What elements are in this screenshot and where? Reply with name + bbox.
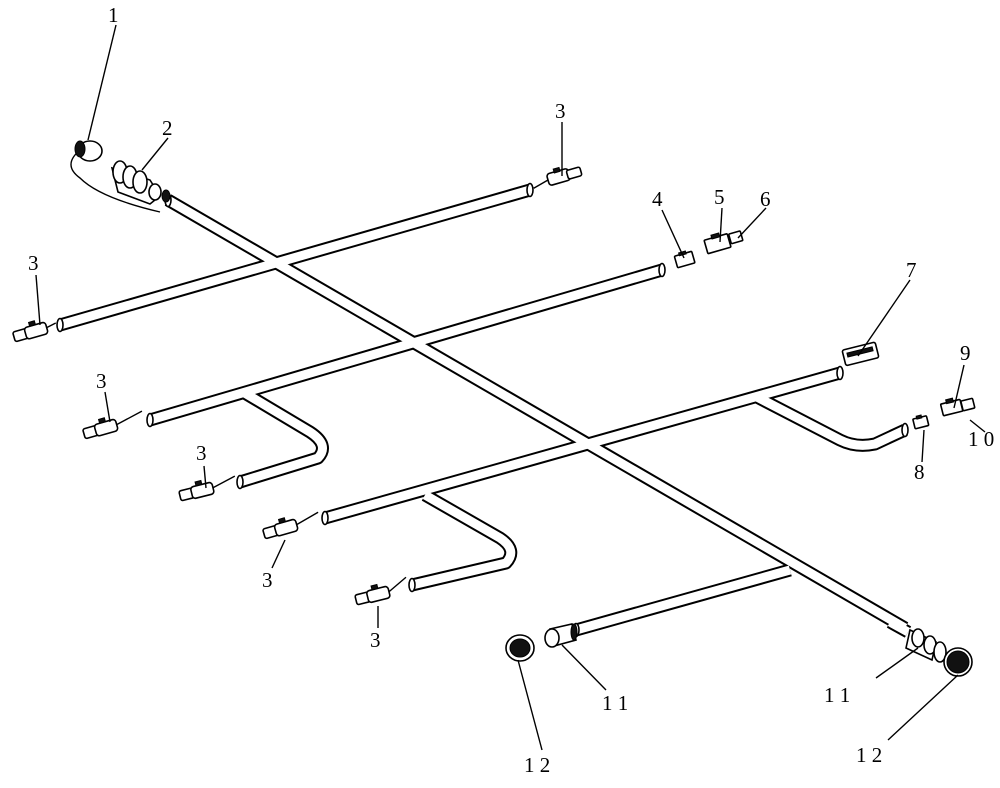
callout-1: 1	[108, 3, 119, 27]
callout-11: 1 1	[824, 683, 850, 707]
callout-labels: 1 2 3 3 3 3 3 3 4 5 6 7 8 9 1 0 1 1 1 1 …	[28, 3, 994, 777]
callout-11: 1 1	[602, 691, 628, 715]
callout-3: 3	[196, 441, 207, 465]
callout-5: 5	[714, 185, 725, 209]
terminal-10	[960, 397, 976, 412]
connector-3-loop-c	[354, 576, 407, 606]
callout-12: 1 2	[856, 743, 882, 767]
round-connector-2	[110, 160, 171, 205]
callout-7: 7	[906, 258, 917, 282]
connector-3-mid-left	[82, 410, 143, 440]
callout-8: 8	[914, 460, 925, 484]
callout-3: 3	[370, 628, 381, 652]
round-connector-11-right	[905, 628, 947, 663]
connector-3-loop-b	[178, 475, 236, 502]
callout-10: 1 0	[968, 427, 994, 451]
connector-8	[912, 414, 930, 430]
connector-7	[841, 341, 880, 367]
callout-6: 6	[760, 187, 771, 211]
dust-cap-12-left	[505, 634, 535, 662]
callout-4: 4	[652, 187, 663, 211]
callout-2: 2	[162, 116, 173, 140]
connector-3-upper-right	[533, 166, 583, 189]
connector-4	[673, 250, 696, 269]
harness-parts	[12, 140, 976, 677]
dust-cap-12-right	[943, 647, 973, 677]
callout-12: 1 2	[524, 753, 550, 777]
connector-3-branch-c	[262, 511, 319, 540]
callout-3: 3	[555, 99, 566, 123]
callout-3: 3	[262, 568, 273, 592]
dust-cap-1	[70, 140, 161, 213]
callout-9: 9	[960, 341, 971, 365]
connector-5	[703, 232, 732, 255]
harness-wires	[56, 182, 912, 638]
callout-3: 3	[96, 369, 107, 393]
connector-3-left	[12, 320, 57, 343]
callout-3: 3	[28, 251, 39, 275]
connector-9	[939, 397, 964, 417]
round-connector-11-left	[544, 623, 578, 648]
leader-lines	[35, 24, 986, 751]
terminal-6	[728, 230, 744, 245]
